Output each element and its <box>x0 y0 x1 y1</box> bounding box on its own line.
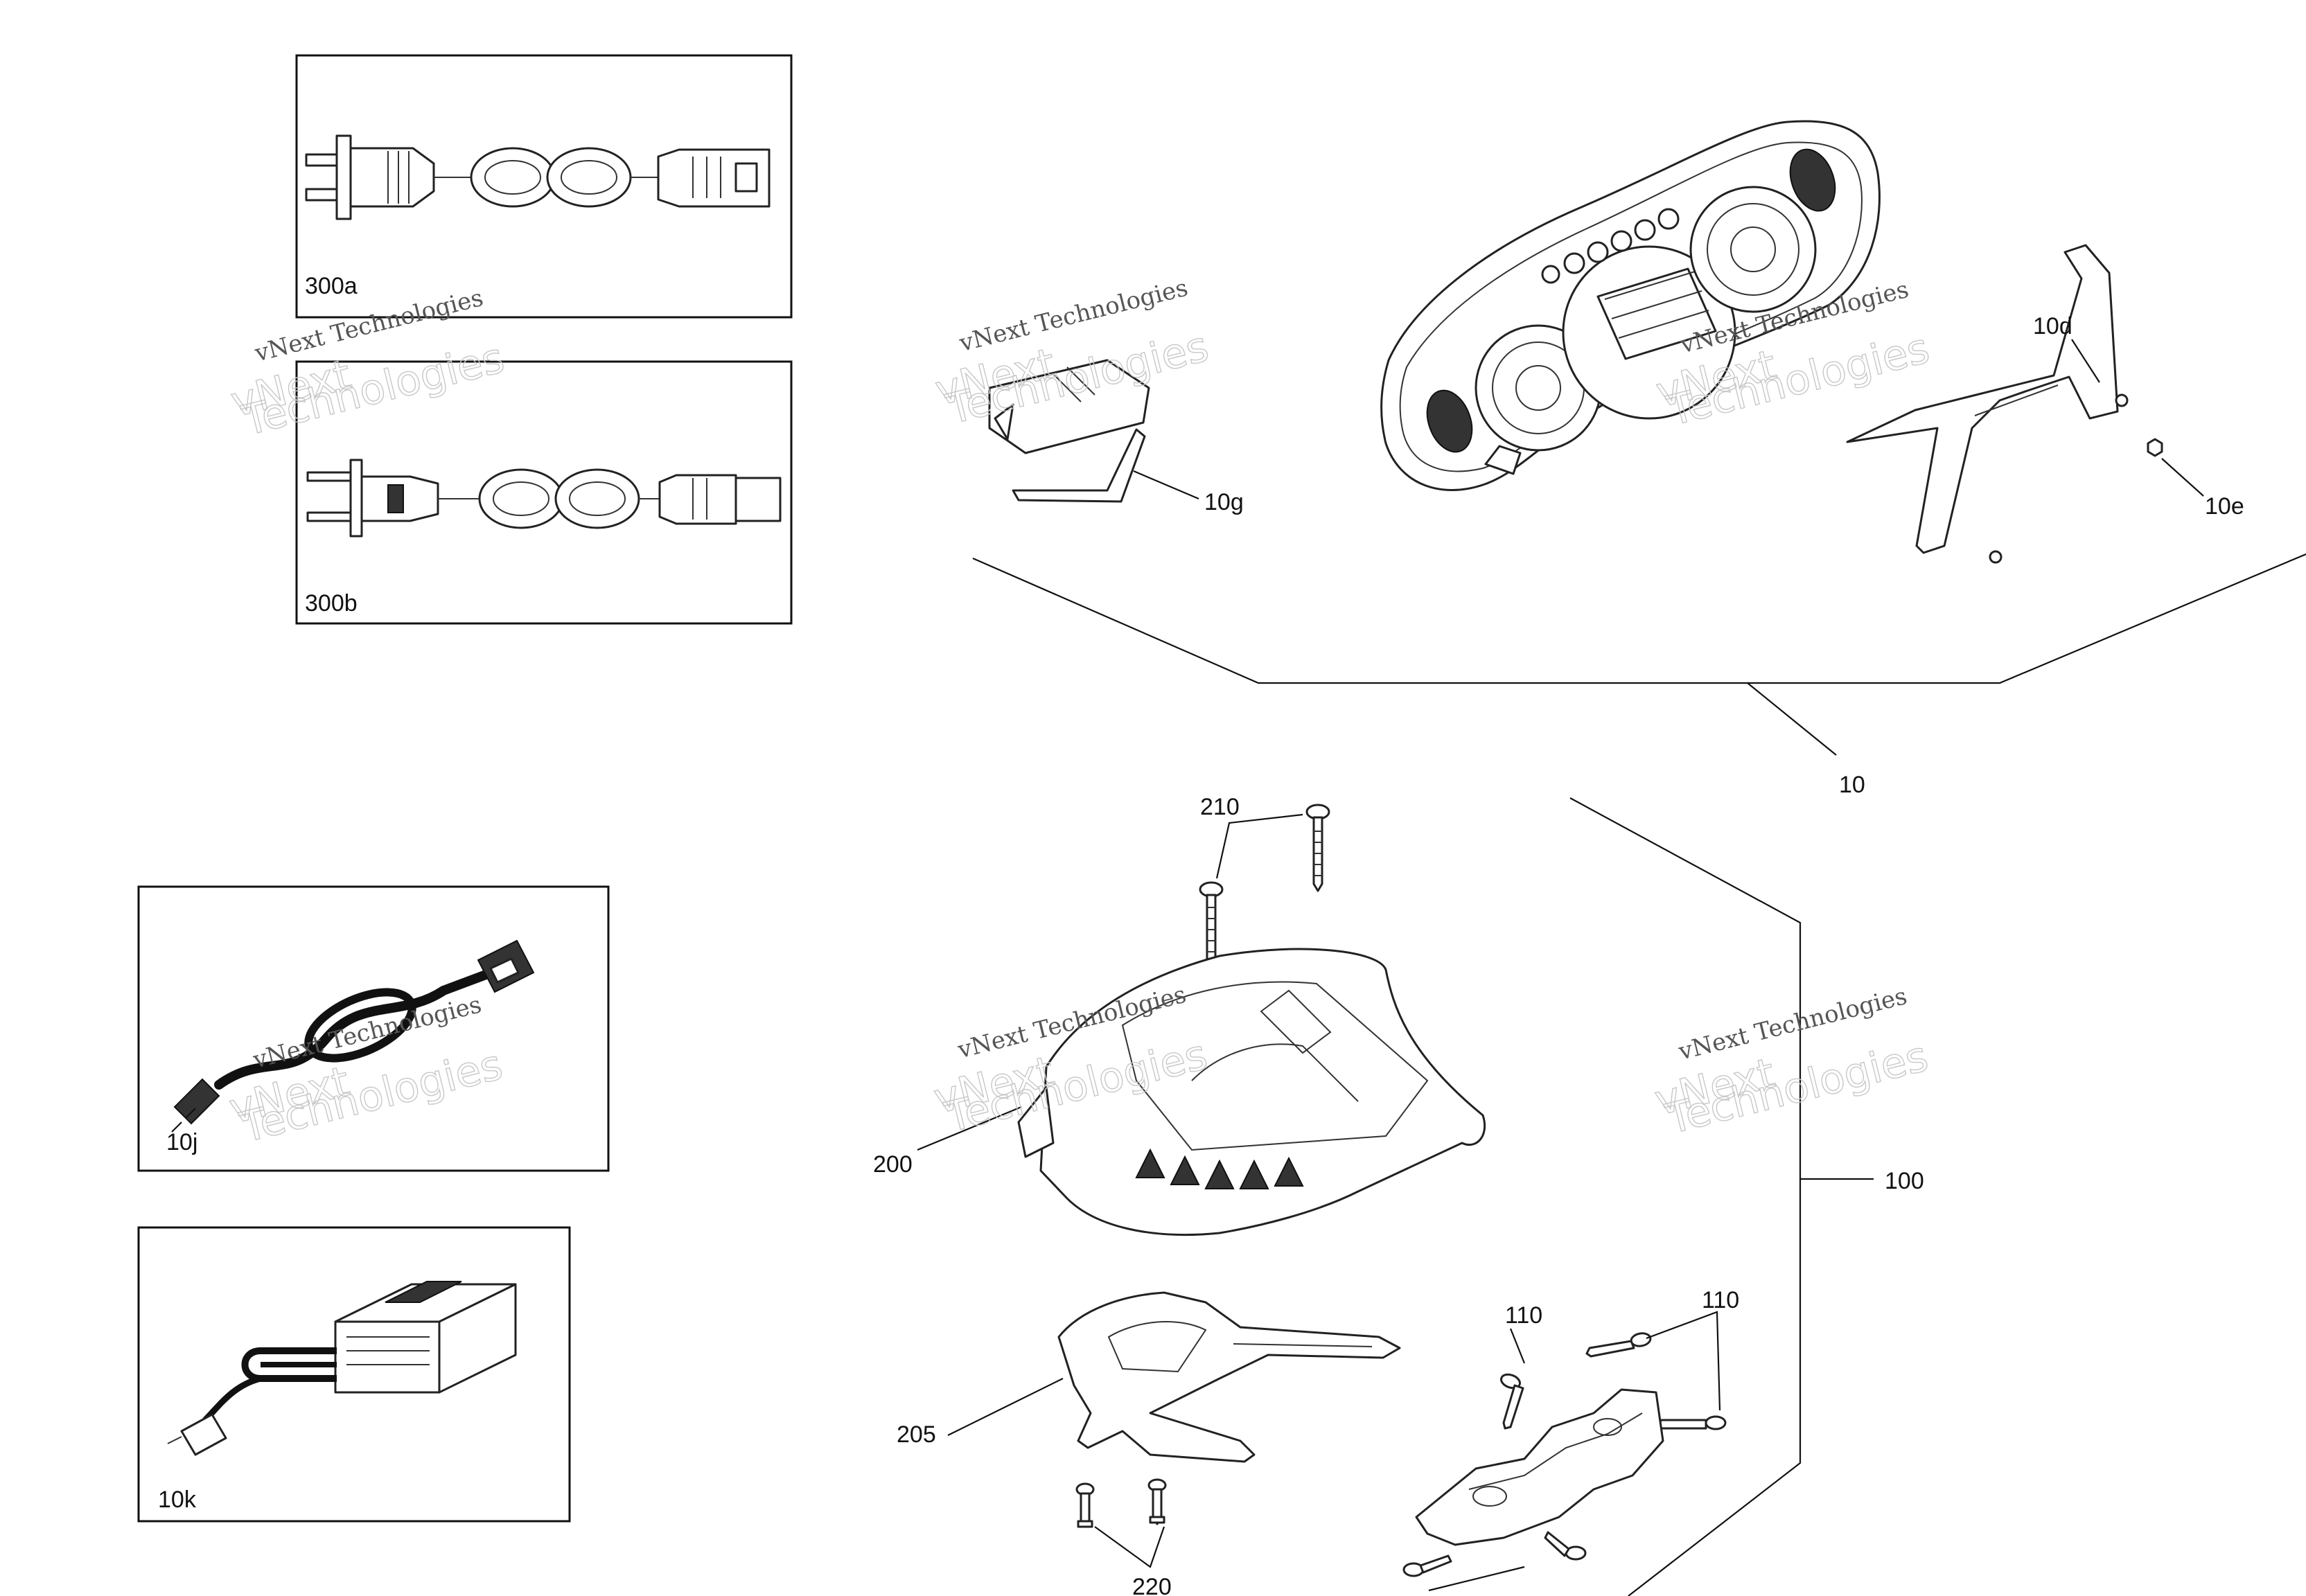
leader-10g <box>1133 470 1199 500</box>
callout-10: 10 <box>1839 772 1865 798</box>
leader-110-a <box>1509 1328 1526 1364</box>
inset-box-300b: 300b <box>295 360 793 625</box>
callout-100: 100 <box>1885 1168 1924 1194</box>
screw-110-e <box>1544 1531 1587 1561</box>
charger-brick-10k-icon <box>167 1281 517 1456</box>
callout-220: 220 <box>1132 1574 1172 1596</box>
inset-box-10j: 10j <box>137 885 610 1172</box>
leader-110-b <box>1646 1311 1721 1411</box>
leader-10 <box>1747 682 1837 756</box>
inset-box-300a: 300a <box>295 54 793 319</box>
watermark-6: vNext vNext Technologies Technologies <box>1650 982 1933 1144</box>
instrument-cluster <box>1380 120 1881 491</box>
callout-10g: 10g <box>1204 489 1244 515</box>
leader-110-lower <box>1428 1566 1525 1592</box>
inset-box-10k: 10k <box>137 1226 571 1523</box>
leader-205 <box>947 1378 1064 1436</box>
nut-10e <box>2147 438 2163 457</box>
housing-200 <box>1017 948 1486 1236</box>
callout-210: 210 <box>1200 794 1240 820</box>
screw-220-right <box>1147 1478 1167 1525</box>
sensor-module-10g <box>988 359 1150 503</box>
callout-10k: 10k <box>158 1487 197 1513</box>
screw-110-c <box>1656 1415 1727 1430</box>
leader-200 <box>917 1106 1022 1151</box>
charger-cable-10j-icon <box>171 939 535 1133</box>
callout-10e: 10e <box>2205 493 2244 520</box>
assembly-line-100 <box>1569 797 1802 1596</box>
callout-300b: 300b <box>305 590 358 617</box>
screw-210-right <box>1305 804 1330 892</box>
callout-205: 205 <box>897 1421 936 1448</box>
leader-220 <box>1094 1526 1165 1568</box>
power-cord-300b-icon <box>306 459 782 538</box>
callout-10j: 10j <box>166 1129 197 1155</box>
power-cord-300a-icon <box>305 134 771 220</box>
cover-205 <box>1057 1291 1401 1463</box>
leader-210 <box>1215 813 1303 879</box>
callout-300a: 300a <box>305 273 358 299</box>
callout-200: 200 <box>873 1151 913 1178</box>
screw-110-d <box>1402 1554 1452 1577</box>
callout-110-a: 110 <box>1505 1302 1542 1329</box>
leader-10d <box>2071 339 2100 383</box>
assembly-line-10 <box>972 553 2306 684</box>
leader-10e <box>2161 458 2204 497</box>
screw-110-a <box>1499 1373 1524 1430</box>
screw-220-left <box>1075 1482 1095 1528</box>
callout-10d: 10d <box>2033 313 2072 339</box>
callout-110-b: 110 <box>1702 1287 1739 1313</box>
screw-110-b <box>1585 1332 1652 1358</box>
mounting-bracket-10d <box>1846 244 2129 564</box>
mount-bracket-110 <box>1415 1388 1664 1546</box>
